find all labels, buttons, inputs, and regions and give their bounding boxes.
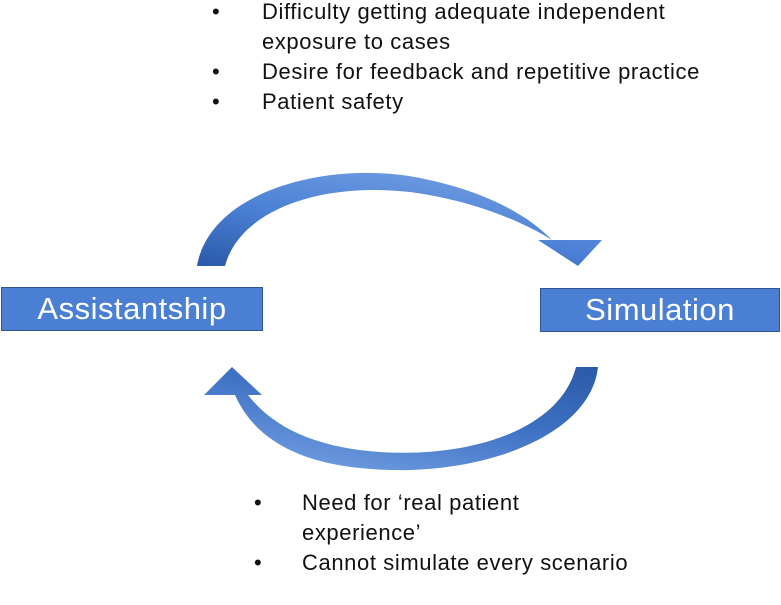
simulation-label: Simulation — [585, 292, 735, 327]
bottom-curved-arrow — [204, 367, 598, 471]
top-curved-arrow — [197, 172, 602, 266]
bottom-bullet-item: Cannot simulate every scenario — [254, 548, 642, 578]
bottom-bullet-list: Need for ‘real patient experience’ Canno… — [254, 488, 642, 578]
assistantship-label: Assistantship — [37, 291, 227, 326]
top-bullet-item: Desire for feedback and repetitive pract… — [212, 57, 722, 87]
assistantship-box: Assistantship — [1, 287, 263, 331]
simulation-box: Simulation — [540, 288, 780, 332]
top-bullet-item: Difficulty getting adequate independent … — [212, 0, 722, 57]
top-bullet-item: Patient safety — [212, 87, 722, 117]
top-bullet-list: Difficulty getting adequate independent … — [212, 0, 722, 117]
bottom-bullet-item: Need for ‘real patient experience’ — [254, 488, 642, 548]
